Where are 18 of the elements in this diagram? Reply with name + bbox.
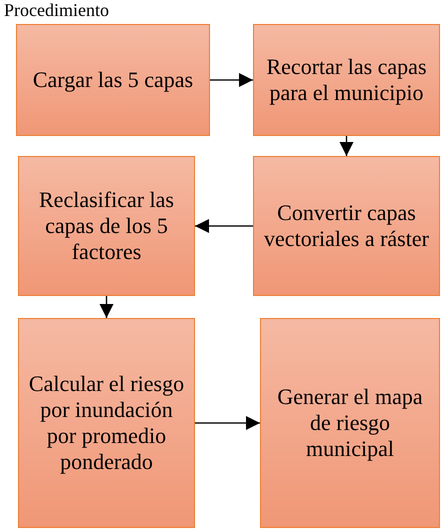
step-text: Convertir capas vectoriales a ráster [263, 200, 430, 252]
process-box [253, 156, 440, 296]
diagram-title: Procedimiento [4, 0, 109, 20]
process-box [253, 24, 440, 136]
arrow [195, 416, 260, 430]
arrow [100, 296, 114, 318]
arrow [340, 136, 354, 156]
step-text: Generar el mapa de riesgo municipal [276, 384, 424, 462]
step-text: Reclasificar las capas de los 5 factores [38, 187, 175, 265]
step-text: Calcular el riesgo por inundación por promedio ponderado [28, 371, 186, 475]
process-box [16, 24, 210, 136]
step-text: Cargar las 5 capas [32, 67, 194, 93]
arrow [210, 73, 253, 87]
process-box [18, 156, 195, 296]
process-box [260, 318, 440, 528]
step-text: Recortar las capas para el municipio [265, 54, 428, 106]
process-box [18, 318, 195, 528]
arrow [195, 219, 253, 233]
